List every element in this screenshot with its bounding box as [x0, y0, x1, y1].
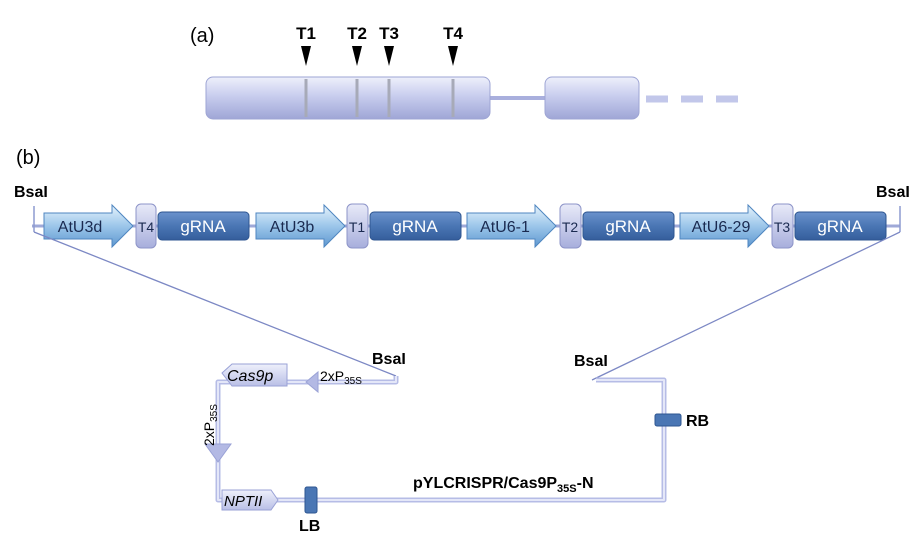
promoter-top-label: 2xP	[320, 368, 344, 384]
promoter-left-subscript: 35S	[209, 404, 220, 422]
promoter-left-label: 2xP	[201, 422, 217, 446]
vector-backbone	[215, 376, 667, 503]
nptii-gene: NPTII	[221, 489, 279, 511]
vector-line-inner	[217, 376, 665, 501]
panel-b-label: (b)	[16, 147, 40, 169]
target-label-t2: T2	[347, 24, 367, 43]
gene-structure	[205, 76, 740, 120]
vector-name-tail: -N	[577, 475, 594, 492]
nptii-arrow	[221, 489, 279, 511]
promoter-label-atu6-29: AtU6-29	[692, 219, 751, 236]
promoter-top-subscript: 35S	[344, 376, 362, 387]
cas9p-gene: Cas9p	[221, 363, 288, 387]
grna-block-3	[582, 211, 675, 241]
target-box-t3	[771, 203, 794, 249]
target-markers: T1 T2 T3 T4	[296, 24, 463, 66]
promoter-2xp35s-top: 2xP35S	[305, 368, 362, 394]
promoter-arrow-atu6-1	[466, 203, 557, 249]
target-box-label-t3: T3	[774, 219, 791, 235]
insertion-line-left	[33, 231, 397, 377]
lb-label: LB	[299, 518, 320, 535]
target-box-t4	[135, 203, 157, 249]
promoter-2xp35s-left: 2xP35S	[201, 404, 232, 463]
exon-2	[544, 76, 640, 120]
target-label-t3: T3	[379, 24, 399, 43]
arrowhead-t2-icon	[352, 46, 362, 66]
promoter-top-arrow-icon	[305, 370, 319, 394]
promoter-label-atu3b: AtU3b	[270, 219, 315, 236]
promoter-arrow-atu6-29	[679, 203, 770, 249]
vector-name-subscript: 35S	[557, 483, 577, 495]
left-border-marker	[304, 486, 318, 514]
vector-bsai-right: BsaI	[574, 353, 608, 370]
bsai-site-right: BsaI	[876, 184, 910, 201]
promoter-label-atu3d: AtU3d	[58, 219, 102, 236]
promoter-top-text: 2xP35S	[320, 368, 362, 387]
grna-label-3: gRNA	[605, 217, 651, 236]
cassette-unit-3: AtU6-1 T2 gRNA	[466, 203, 675, 249]
promoter-arrow-atu3d	[43, 203, 134, 249]
promoter-label-atu6-1: AtU6-1	[480, 219, 530, 236]
target-box-label-t4: T4	[138, 219, 155, 235]
target-box-t2	[559, 203, 582, 249]
panel-a-label: (a)	[190, 25, 214, 47]
vector-bsai-left: BsaI	[372, 351, 406, 368]
grna-block-4	[794, 211, 887, 241]
exon-1	[205, 76, 491, 120]
promoter-left-arrow-icon	[204, 443, 232, 463]
grna-label-1: gRNA	[180, 217, 226, 236]
target-box-t1	[346, 203, 369, 249]
nptii-label: NPTII	[224, 493, 262, 510]
grna-block-2	[369, 211, 462, 241]
target-box-label-t1: T1	[349, 219, 366, 235]
arrowhead-t3-icon	[384, 46, 394, 66]
grna-block-1	[157, 211, 250, 241]
target-box-label-t2: T2	[562, 219, 579, 235]
promoter-left-text: 2xP35S	[201, 404, 220, 446]
vector-name-main: pYLCRISPR/Cas9P	[413, 475, 557, 492]
target-label-t4: T4	[443, 24, 463, 43]
insertion-line-right	[591, 231, 901, 381]
rb-label: RB	[686, 413, 709, 430]
cas9p-label: Cas9p	[227, 368, 273, 385]
cassette-unit-2: AtU3b T1 gRNA	[255, 203, 462, 249]
cassette-unit-1: AtU3d T4 gRNA	[43, 203, 250, 249]
grna-label-4: gRNA	[817, 217, 863, 236]
arrowhead-t1-icon	[301, 46, 311, 66]
right-border-marker	[654, 413, 682, 427]
cas9p-arrow	[221, 363, 288, 387]
bsai-site-left: BsaI	[14, 184, 48, 201]
grna-label-2: gRNA	[392, 217, 438, 236]
promoter-arrow-atu3b	[255, 203, 346, 249]
cassette-unit-4: AtU6-29 T3 gRNA	[679, 203, 887, 249]
arrowhead-t4-icon	[448, 46, 458, 66]
target-label-t1: T1	[296, 24, 316, 43]
vector-name: pYLCRISPR/Cas9P35S-N	[413, 475, 594, 495]
